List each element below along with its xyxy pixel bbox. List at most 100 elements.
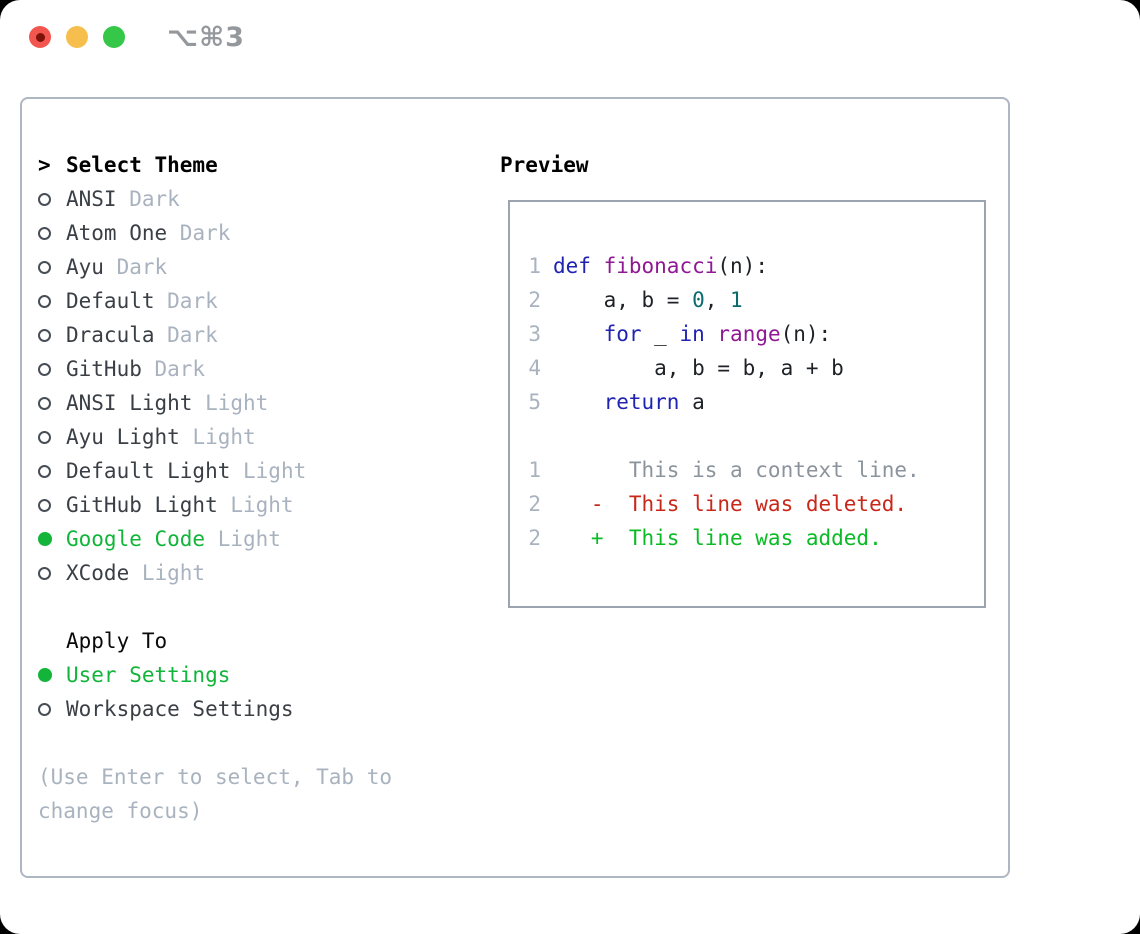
- theme-variant-tag: Light: [179, 425, 256, 449]
- apply-to-name: User Settings: [66, 663, 231, 687]
- theme-variant-tag: Dark: [167, 221, 231, 245]
- theme-option[interactable]: Dracula Dark: [38, 318, 468, 352]
- theme-option[interactable]: ANSI Dark: [38, 182, 468, 216]
- apply-to-option[interactable]: User Settings: [38, 658, 468, 692]
- apply-to-header: Apply To: [38, 624, 468, 658]
- code-token: a, b =: [553, 288, 693, 312]
- theme-option[interactable]: Ayu Light Light: [38, 420, 468, 454]
- line-number: 5: [528, 390, 541, 414]
- radio-icon: [38, 464, 51, 478]
- theme-variant-tag: Dark: [116, 187, 180, 211]
- code-line: 1 def fibonacci(n):: [528, 249, 984, 283]
- theme-option[interactable]: Default Light Light: [38, 454, 468, 488]
- minimize-button[interactable]: [66, 26, 88, 48]
- radio-icon: [38, 362, 51, 376]
- code-line: 3 for _ in range(n):: [528, 317, 984, 351]
- radio-icon: [38, 702, 51, 716]
- code-line: 2 a, b = 0, 1: [528, 283, 984, 317]
- code-token: 0: [692, 288, 705, 312]
- code-token: _: [641, 322, 680, 346]
- spacer: [38, 726, 468, 760]
- code-token: for: [603, 322, 642, 346]
- line-number: 1: [528, 254, 541, 278]
- code-token: return: [603, 390, 680, 414]
- theme-option[interactable]: Default Dark: [38, 284, 468, 318]
- code-token: a, b = b, a + b: [553, 356, 844, 380]
- code-token: in: [679, 322, 705, 346]
- theme-variant-tag: Light: [230, 459, 307, 483]
- apply-to-name: Workspace Settings: [66, 697, 294, 721]
- diff-line: 2 - This line was deleted.: [528, 487, 984, 521]
- blank-line: [528, 419, 984, 453]
- diff-text: + This line was added.: [553, 526, 882, 550]
- code-token: [553, 390, 604, 414]
- close-button[interactable]: [29, 26, 51, 48]
- theme-variant-tag: Light: [205, 527, 281, 551]
- code-line: 4 a, b = b, a + b: [528, 351, 984, 385]
- radio-selected-icon: [38, 668, 52, 682]
- code-line: 5 return a: [528, 385, 984, 419]
- theme-name: Dracula: [66, 323, 155, 347]
- theme-option[interactable]: Google Code Light: [38, 522, 468, 556]
- code-token: ,: [704, 288, 731, 312]
- prompt-icon: >: [38, 153, 51, 177]
- theme-name: ANSI: [66, 187, 117, 211]
- code-token: (n):: [780, 322, 832, 346]
- code-token: [705, 322, 718, 346]
- code-token: (n):: [717, 254, 768, 278]
- theme-variant-tag: Dark: [154, 289, 218, 313]
- line-number: 2: [528, 526, 541, 550]
- diff-line: 1 This is a context line.: [528, 453, 984, 487]
- theme-name: GitHub Light: [66, 493, 218, 517]
- diff-text: - This line was deleted.: [553, 492, 908, 516]
- code-token: 1: [730, 288, 743, 312]
- theme-name: Ayu: [66, 255, 104, 279]
- theme-name: GitHub: [66, 357, 142, 381]
- theme-variant-tag: Dark: [103, 255, 168, 279]
- code-token: fibonacci: [603, 254, 718, 278]
- line-number: 1: [528, 458, 541, 482]
- radio-icon: [38, 430, 51, 444]
- code-token: def: [553, 254, 591, 278]
- code-token: [553, 322, 604, 346]
- theme-option[interactable]: GitHub Light Light: [38, 488, 468, 522]
- diff-line: 2 + This line was added.: [528, 521, 984, 555]
- line-number: 3: [528, 322, 541, 346]
- radio-icon: [38, 226, 51, 240]
- theme-variant-tag: Light: [192, 391, 269, 415]
- theme-variant-tag: Light: [217, 493, 294, 517]
- theme-option[interactable]: GitHub Dark: [38, 352, 468, 386]
- theme-option[interactable]: ANSI Light Light: [38, 386, 468, 420]
- theme-option[interactable]: Ayu Dark: [38, 250, 468, 284]
- radio-icon: [38, 192, 51, 206]
- preview-title: Preview: [500, 153, 589, 177]
- diff-text: This is a context line.: [553, 458, 920, 482]
- theme-name: Default Light: [66, 459, 231, 483]
- select-theme-title: Select Theme: [66, 153, 218, 177]
- close-dot-icon: [35, 32, 45, 42]
- code-token: [591, 254, 604, 278]
- theme-name: ANSI Light: [66, 391, 193, 415]
- radio-icon: [38, 396, 51, 410]
- theme-option[interactable]: Atom One Dark: [38, 216, 468, 250]
- theme-variant-tag: Dark: [154, 323, 218, 347]
- theme-name: Google Code: [66, 527, 206, 551]
- line-number: 2: [528, 288, 541, 312]
- apply-to-option[interactable]: Workspace Settings: [38, 692, 468, 726]
- apply-to-title: Apply To: [66, 629, 168, 653]
- radio-icon: [38, 328, 51, 342]
- theme-option[interactable]: XCode Light: [38, 556, 468, 590]
- theme-variant-tag: Dark: [141, 357, 206, 381]
- radio-icon: [38, 566, 51, 580]
- select-theme-header: > Select Theme: [38, 148, 468, 182]
- radio-icon: [38, 498, 51, 512]
- maximize-button[interactable]: [103, 26, 125, 48]
- theme-name: Ayu Light: [66, 425, 180, 449]
- theme-variant-tag: Light: [129, 561, 206, 585]
